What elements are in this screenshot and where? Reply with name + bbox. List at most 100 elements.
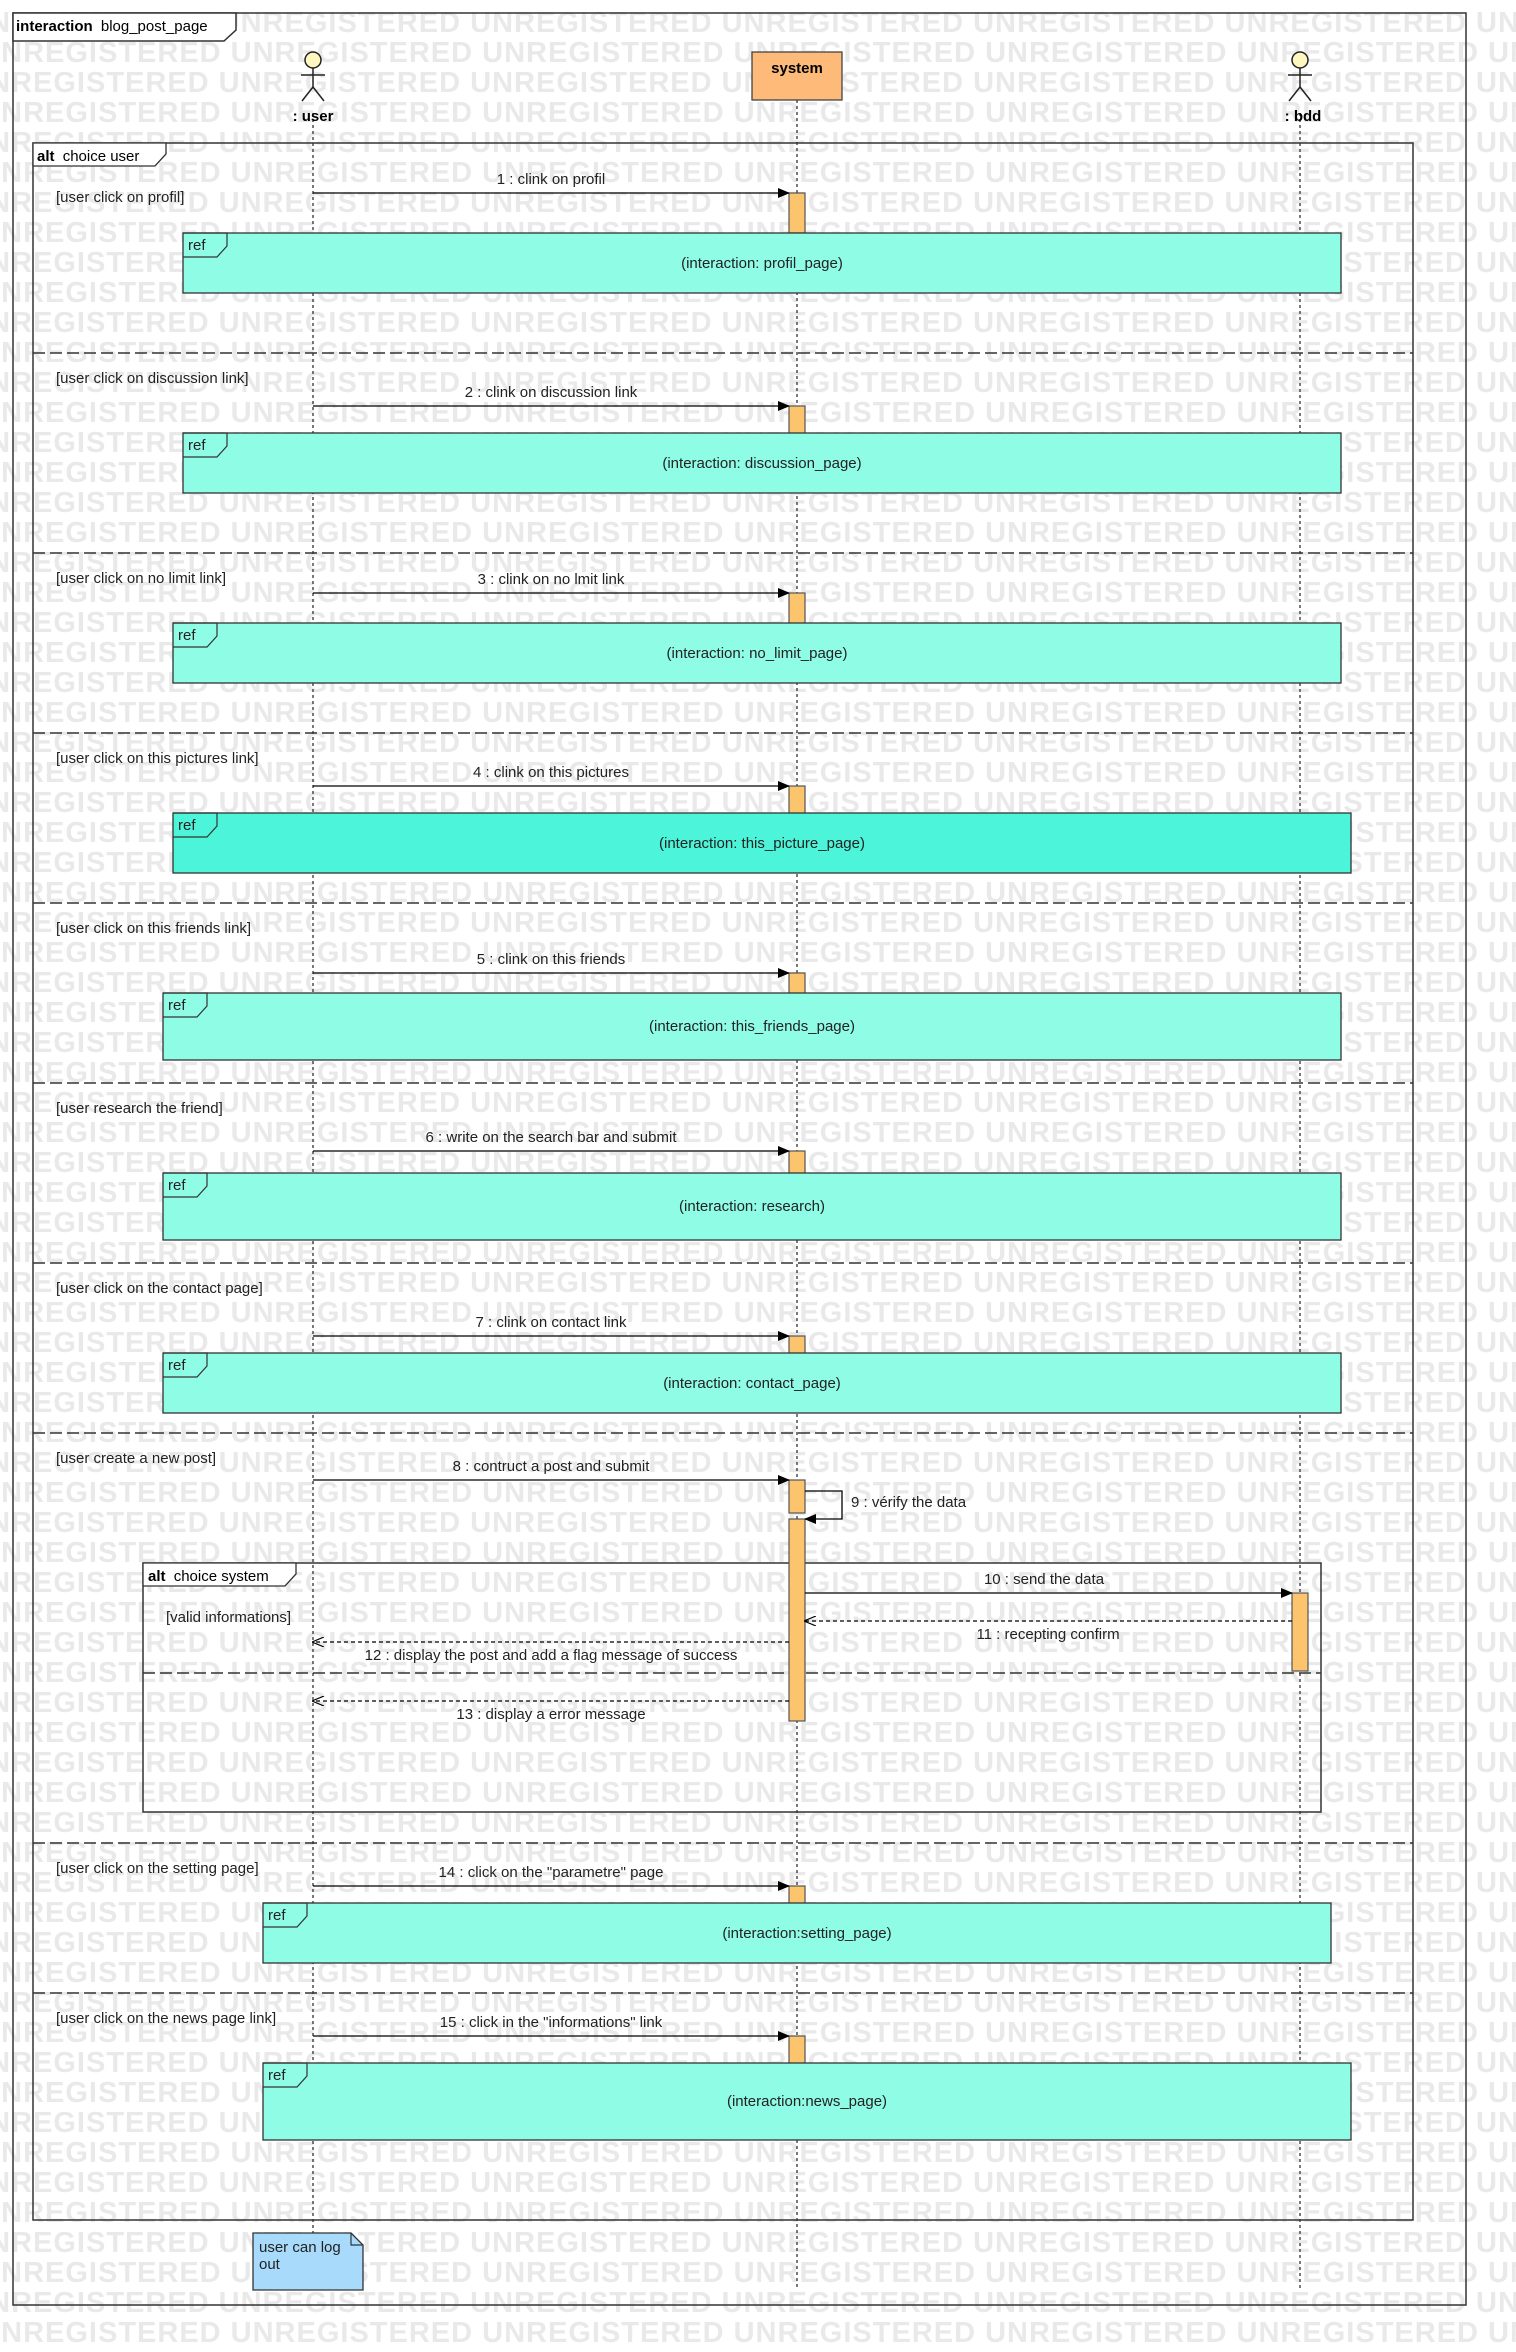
- watermark-text: UNREGISTERED UNREGISTERED UNREGISTERED U…: [0, 1597, 1516, 1629]
- ref-label: (interaction: this_friends_page): [649, 1018, 855, 1035]
- guard-contact: [user click on the contact page]: [56, 1280, 263, 1297]
- note-line: user can log: [259, 2239, 341, 2256]
- ref-tag: ref: [178, 817, 196, 834]
- watermark-text: UNREGISTERED UNREGISTERED UNREGISTERED U…: [0, 1267, 1516, 1299]
- message-label: 9 : vérify the data: [851, 1494, 967, 1511]
- svg-text:interaction blog_post_pa: interaction blog_post_page: [16, 18, 208, 35]
- guard-profil: [user click on profil]: [56, 189, 184, 206]
- message-label: 15 : click in the "informations" link: [440, 2014, 663, 2031]
- ref-tag: ref: [168, 1357, 186, 1374]
- message-label: 10 : send the data: [984, 1571, 1105, 1588]
- guard-no-limit: [user click on no limit link]: [56, 570, 226, 587]
- message-label: 11 : recepting confirm: [976, 1626, 1119, 1643]
- ref-label: (interaction: research): [679, 1198, 825, 1215]
- ref-this-friends-page: ref (interaction: this_friends_page): [162, 992, 1342, 1061]
- watermark-text: UNREGISTERED UNREGISTERED UNREGISTERED U…: [0, 937, 1516, 969]
- message-label: 12 : display the post and add a flag mes…: [365, 1647, 738, 1664]
- activation-bar: [788, 1885, 806, 1905]
- watermark-text: UNREGISTERED UNREGISTERED UNREGISTERED U…: [0, 1867, 1516, 1899]
- ref-label: (interaction:news_page): [727, 2093, 887, 2110]
- ref-label: (interaction: profil_page): [681, 255, 843, 272]
- activation-bar: [788, 1518, 806, 1722]
- ref-profil-page: ref (interaction: profil_page): [182, 232, 1342, 294]
- activation-bar: [788, 192, 806, 234]
- ref-research: ref (interaction: research): [162, 1172, 1342, 1241]
- ref-no-limit-page: ref (interaction: no_limit_page): [172, 622, 1342, 684]
- activation-bar: [788, 1150, 806, 1176]
- activation-bar: [788, 405, 806, 435]
- alt-name: choice user: [63, 148, 140, 165]
- activations: [788, 192, 1309, 2065]
- alt-keyword: alt: [37, 148, 55, 165]
- inner-alt-keyword: alt: [148, 1568, 166, 1585]
- ref-tag: ref: [188, 237, 206, 254]
- ref-label: (interaction: discussion_page): [662, 455, 861, 472]
- guard-pictures: [user click on this pictures link]: [56, 750, 259, 767]
- watermark-text: UNREGISTERED UNREGISTERED UNREGISTERED U…: [0, 187, 1516, 219]
- ref-setting-page: ref (interaction:setting_page): [262, 1902, 1332, 1964]
- watermark-text: UNREGISTERED UNREGISTERED UNREGISTERED U…: [0, 157, 1516, 189]
- ref-news-page: ref (interaction:news_page): [262, 2062, 1352, 2141]
- watermark-text: UNREGISTERED UNREGISTERED UNREGISTERED U…: [0, 1237, 1516, 1269]
- ref-tag: ref: [168, 1177, 186, 1194]
- activation-bar: [788, 1335, 806, 1355]
- watermark-text: UNREGISTERED UNREGISTERED UNREGISTERED U…: [0, 2287, 1516, 2319]
- watermark-text: UNREGISTERED UNREGISTERED UNREGISTERED U…: [0, 1687, 1516, 1719]
- guard-friends: [user click on this friends link]: [56, 920, 251, 937]
- ref-this-picture-page: ref (interaction: this_picture_page): [172, 812, 1352, 874]
- ref-contact-page: ref (interaction: contact_page): [162, 1352, 1342, 1414]
- message-label: 6 : write on the search bar and submit: [426, 1129, 678, 1146]
- watermark-text: UNREGISTERED UNREGISTERED UNREGISTERED U…: [0, 697, 1516, 729]
- message-label: 14 : click on the "parametre" page: [439, 1864, 664, 1881]
- ref-label: (interaction: contact_page): [663, 1375, 841, 1392]
- watermark-text: UNREGISTERED UNREGISTERED UNREGISTERED U…: [0, 1297, 1516, 1329]
- guard-new-post: [user create a new post]: [56, 1450, 216, 1467]
- watermark-text: UNREGISTERED UNREGISTERED UNREGISTERED U…: [0, 1777, 1516, 1809]
- activation-bar: [788, 972, 806, 996]
- message-label: 3 : clink on no lmit link: [478, 571, 625, 588]
- watermark-text: UNREGISTERED UNREGISTERED UNREGISTERED U…: [0, 2257, 1516, 2289]
- frame-keyword: interaction: [16, 18, 93, 35]
- activation-bar-bdd: [1291, 1592, 1309, 1672]
- alt-fragment-choice-system: alt choice system [valid informations]: [142, 1562, 1322, 1813]
- lifeline-system-label: system: [771, 60, 823, 77]
- guard-setting: [user click on the setting page]: [56, 1860, 259, 1877]
- message-labels: 1 : clink on profil 2 : clink on discuss…: [365, 171, 1120, 2031]
- watermark-text: UNREGISTERED UNREGISTERED UNREGISTERED U…: [0, 397, 1516, 429]
- ref-tag: ref: [168, 997, 186, 1014]
- watermark-text: UNREGISTERED UNREGISTERED UNREGISTERED U…: [0, 97, 1516, 129]
- watermark-text: UNREGISTERED UNREGISTERED UNREGISTERED U…: [0, 2167, 1516, 2199]
- system-head-box: [751, 51, 843, 101]
- activation-bar: [788, 2035, 806, 2065]
- ref-label: (interaction:setting_page): [722, 1925, 891, 1942]
- frame-title: blog_post_page: [101, 18, 208, 35]
- watermark-text: UNREGISTERED UNREGISTERED UNREGISTERED U…: [0, 367, 1516, 399]
- ref-discussion-page: ref (interaction: discussion_page): [182, 432, 1342, 494]
- watermark-text: UNREGISTERED UNREGISTERED UNREGISTERED U…: [0, 1747, 1516, 1779]
- watermark-text: UNREGISTERED UNREGISTERED UNREGISTERED U…: [0, 1627, 1516, 1659]
- ref-label: (interaction: this_picture_page): [659, 835, 865, 852]
- watermark-text: UNREGISTERED UNREGISTERED UNREGISTERED U…: [0, 877, 1516, 909]
- activation-bar: [788, 785, 806, 815]
- guard-research: [user research the friend]: [56, 1100, 223, 1117]
- watermark-text: UNREGISTERED UNREGISTERED UNREGISTERED U…: [0, 1507, 1516, 1539]
- ref-tag: ref: [188, 437, 206, 454]
- svg-text:alt choice user: alt choice user: [37, 148, 139, 165]
- message-label: 4 : clink on this pictures: [473, 764, 629, 781]
- watermark-text: UNREGISTERED UNREGISTERED UNREGISTERED U…: [0, 907, 1516, 939]
- messages: [313, 188, 1293, 2041]
- watermark-text: UNREGISTERED UNREGISTERED UNREGISTERED U…: [0, 1117, 1516, 1149]
- message-label: 1 : clink on profil: [497, 171, 605, 188]
- watermark-text: UNREGISTERED UNREGISTERED UNREGISTERED U…: [0, 307, 1516, 339]
- watermark-text: UNREGISTERED UNREGISTERED UNREGISTERED U…: [0, 2017, 1516, 2049]
- interaction-frame: interaction blog_post_page: [12, 12, 1467, 2306]
- watermark-text: UNREGISTERED UNREGISTERED UNREGISTERED U…: [0, 2317, 1516, 2349]
- watermark-text: UNREGISTERED UNREGISTERED UNREGISTERED U…: [0, 1057, 1516, 1089]
- alt-fragment-choice-user: alt choice user [user click on profil] […: [32, 142, 1414, 2221]
- watermark-text: UNREGISTERED UNREGISTERED UNREGISTERED U…: [0, 1447, 1516, 1479]
- lifeline-bdd-label: : bdd: [1285, 108, 1322, 125]
- self-message-arrow: [804, 1490, 843, 1524]
- guard-news: [user click on the news page link]: [56, 2010, 276, 2027]
- ref-tag: ref: [268, 1907, 286, 1924]
